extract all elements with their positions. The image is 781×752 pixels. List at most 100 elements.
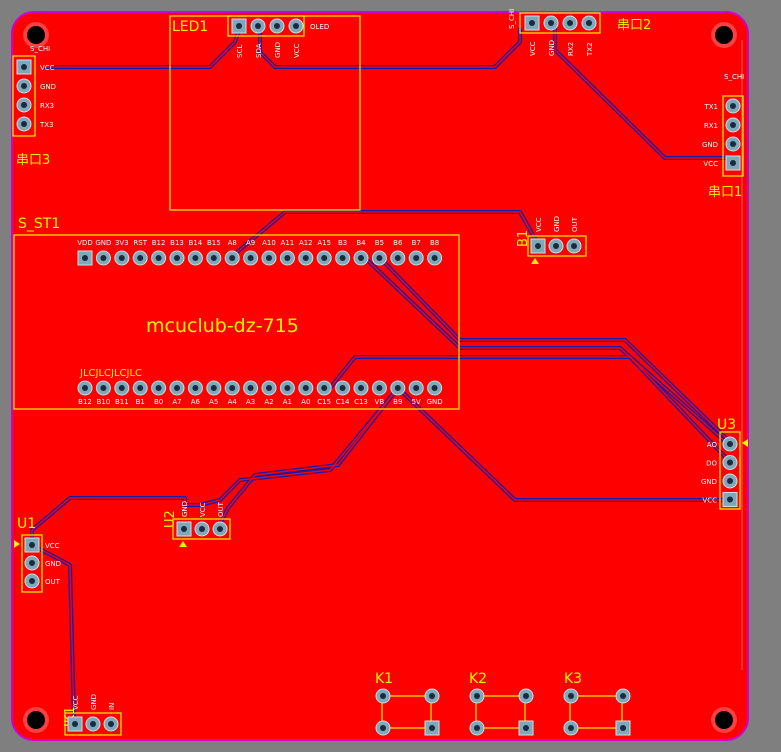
u2-pin (194, 521, 210, 537)
port2-pin (543, 15, 559, 31)
port1-tag: S_CHI (724, 73, 744, 81)
mcu-bottom-pin (77, 380, 93, 396)
mcu-top-pin-label: 3V3 (115, 239, 129, 247)
mcu-top-pin (316, 250, 332, 266)
mcu-bottom-pin (316, 380, 332, 396)
mcu-bottom-pin (371, 380, 387, 396)
b1-pin-label: VCC (535, 217, 543, 232)
mcu-bottom-pin (95, 380, 111, 396)
port3-pin (16, 78, 32, 94)
mcu-bottom-pin-label: A6 (191, 398, 201, 406)
mcu-top-pin (279, 250, 295, 266)
mcu-bottom-pin (298, 380, 314, 396)
mcu-bottom-pin (261, 380, 277, 396)
u2-pin (212, 521, 228, 537)
port1-pin-label: TX1 (703, 103, 718, 111)
jk1-pin (103, 716, 119, 732)
led1-ref: LED1 (172, 19, 208, 35)
mcu-top-pin (95, 250, 111, 266)
port2-tag: S_CHI (508, 9, 516, 29)
port2-pin (524, 15, 540, 31)
u3-pin (722, 473, 738, 489)
u2-ref: U2 (163, 510, 178, 528)
jk1-pin-label: GND (90, 694, 98, 710)
u1-pin (24, 555, 40, 571)
mcu-top-pin (169, 250, 185, 266)
mcu-bottom-pin (224, 380, 240, 396)
mcu-top-pin (132, 250, 148, 266)
port3-pin (16, 97, 32, 113)
traces (30, 27, 733, 721)
mcu-top-pin-label: B14 (189, 239, 203, 247)
mcu-top-pin (261, 250, 277, 266)
u2-pin-label: OUT (217, 501, 225, 517)
port1-pin-label: RX1 (704, 122, 718, 130)
mcu-bottom-pin (187, 380, 203, 396)
mcu-top-pin-label: GND (95, 239, 111, 247)
mcu-bottom-pin-label: A7 (172, 398, 181, 406)
mcu-bottom-pin (132, 380, 148, 396)
led1-pin-gnd (269, 18, 285, 34)
u3-pin-label: DO (706, 460, 717, 468)
port2-pin-label: TX2 (586, 42, 594, 57)
mcu-top-pin (390, 250, 406, 266)
port1-pin (725, 155, 741, 171)
mcu-bottom-pin-label: C15 (317, 398, 331, 406)
port3-pin-label: GND (40, 83, 56, 91)
led1-pin-scl (231, 18, 247, 34)
switch-pin (563, 720, 579, 736)
port1-pin (725, 117, 741, 133)
mcu-bottom-pin-label: VB (375, 398, 385, 406)
port1-pin (725, 136, 741, 152)
u2-pin (176, 521, 192, 537)
port3-pin-label: RX3 (40, 102, 54, 110)
u3-pin-label: AO (707, 441, 718, 449)
mcu-top-pin-label: RST (133, 239, 147, 247)
k2-ref: K2 (469, 671, 487, 687)
mcu-top-pin (187, 250, 203, 266)
mcu-bottom-pin (408, 380, 424, 396)
u3-pin-label: VCC (702, 497, 717, 505)
led1-pin-label: SCL (236, 45, 244, 58)
u3-pin (722, 455, 738, 470)
switch-pin (615, 688, 631, 704)
mcu-bottom-pin (206, 380, 222, 396)
mounting-holes (23, 22, 737, 733)
port3-ref: 串口3 (16, 153, 50, 168)
mcu-top-pin-label: B7 (412, 239, 421, 247)
switch-pin (424, 720, 440, 736)
switch-k1: K1 (375, 671, 440, 736)
mcu-bottom-pin-label: B1 (136, 398, 145, 406)
port3-pin-label: VCC (40, 64, 55, 72)
u1-pin (24, 573, 40, 589)
mcu-silk: JLCJLCJLCJLC (79, 368, 142, 379)
b1-pin (566, 238, 582, 254)
mcu-top-pin-label: A10 (262, 239, 276, 247)
mcu-top-pin-label: A8 (228, 239, 237, 247)
u1-ref: U1 (17, 516, 36, 532)
mcu-bottom-pin-label: C14 (336, 398, 350, 406)
switch-pin (615, 720, 631, 736)
mcu-top-pin (298, 250, 314, 266)
switch-pin (469, 688, 485, 704)
switch-pin (563, 688, 579, 704)
u1-pin (24, 537, 40, 553)
port2-pin (562, 15, 578, 31)
mcu-bottom-pin-label: 5V (412, 398, 421, 406)
port3-pin (16, 116, 32, 132)
mcu-bottom-pin (169, 380, 185, 396)
mcu-bottom-pin-label: C13 (354, 398, 368, 406)
switch-k3: K3 (563, 671, 631, 736)
port1-pin-label: GND (702, 141, 718, 149)
mcu-bottom-pin (114, 380, 130, 396)
led1-pin-label: SDA (255, 43, 263, 58)
u1-pin-label: VCC (45, 542, 60, 550)
mcu-top-pin-label: A15 (317, 239, 331, 247)
